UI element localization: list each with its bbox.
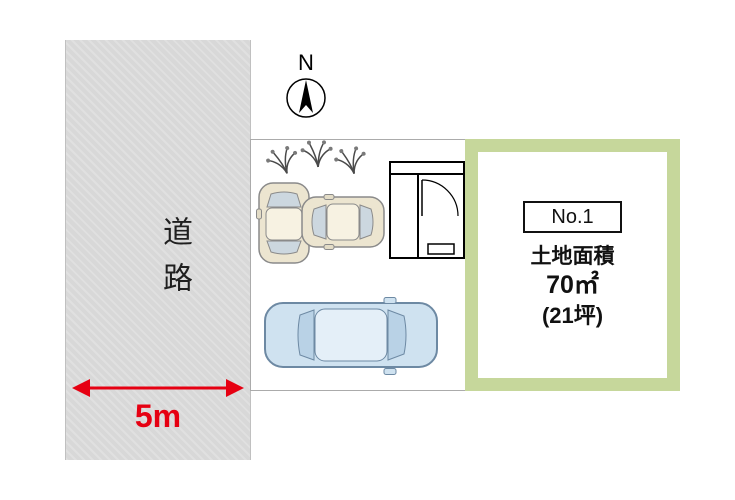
land-area-title: 土地面積	[530, 244, 615, 268]
car-top-view-icon	[264, 297, 438, 375]
shrub-icon	[300, 140, 333, 168]
road-area	[65, 40, 251, 460]
shrub-icon	[334, 146, 366, 174]
road-width-double-arrow-icon	[72, 379, 244, 397]
car-top-view-icon	[301, 194, 385, 250]
shrub-icon	[266, 146, 298, 174]
plot-number-badge: No.1	[523, 200, 622, 233]
plot-number: No.1	[551, 205, 594, 228]
land-plot: No.1 土地面積 70㎡ (21坪)	[465, 139, 680, 391]
car-top-view-icon	[256, 182, 312, 264]
compass-north-label: N	[298, 50, 314, 75]
land-area-value: 70㎡	[546, 271, 599, 300]
road-width-label: 5m	[134, 398, 182, 434]
entrance-door-plan-icon	[389, 161, 465, 259]
compass-north-icon	[286, 78, 326, 118]
road-label: 道路	[158, 216, 191, 308]
land-area-tsubo: (21坪)	[541, 302, 604, 328]
